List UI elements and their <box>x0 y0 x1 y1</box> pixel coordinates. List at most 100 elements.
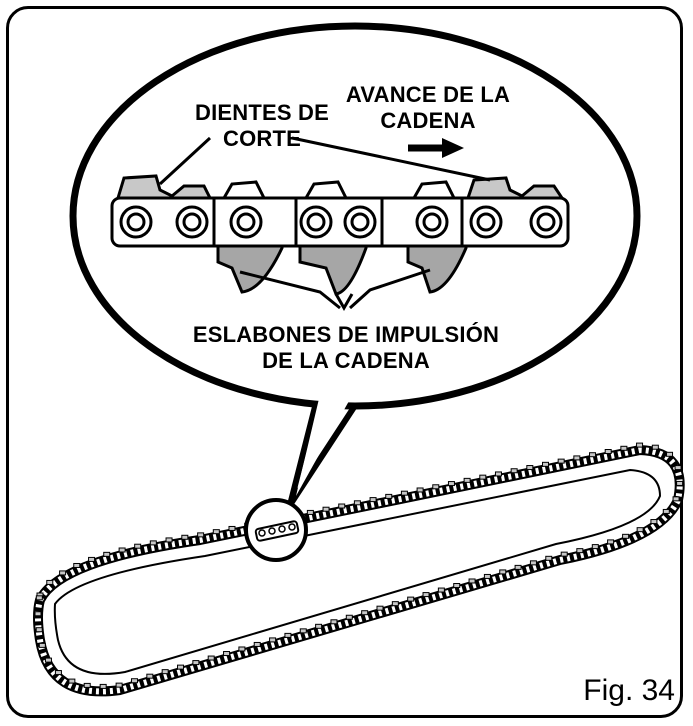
loop-tooth <box>197 532 205 538</box>
loop-tooth <box>494 471 502 477</box>
loop-tooth <box>437 587 445 593</box>
loop-tooth <box>181 534 189 540</box>
loop-tooth <box>432 484 440 490</box>
rivet-pin <box>476 212 496 232</box>
cutting-teeth-label-line2: CORTE <box>223 126 301 151</box>
rivet-pin <box>236 212 256 232</box>
loop-tooth <box>674 465 682 471</box>
loop-tooth <box>161 669 169 675</box>
loop-tooth <box>361 610 369 616</box>
loop-tooth <box>662 508 670 514</box>
rivet-pin <box>536 212 556 232</box>
loop-tooth <box>165 537 173 543</box>
loop-tooth <box>134 543 142 549</box>
loop-tooth <box>338 503 346 509</box>
rivet-pin <box>350 212 370 232</box>
drive-links-label-line1: ESLABONES DE IMPULSIÓN <box>193 322 499 347</box>
chain-advance-label-line2: CADENA <box>380 108 475 133</box>
chain-advance-label-line1: AVANCE DE LA <box>346 82 510 107</box>
loop-tooth <box>545 555 553 561</box>
loop-tooth <box>99 683 107 689</box>
loop-tooth <box>622 533 630 539</box>
loop-tooth <box>676 480 684 486</box>
cutting-teeth-label-line1: DIENTES DE <box>195 100 329 125</box>
loop-tooth <box>88 556 96 562</box>
loop-tooth <box>416 487 424 493</box>
loop-tooth <box>607 539 615 545</box>
loop-tooth <box>284 632 292 638</box>
loop-tooth <box>103 551 111 557</box>
loop-tooth <box>177 664 185 670</box>
loop-tooth <box>115 682 123 688</box>
loop-tooth <box>192 660 200 666</box>
loop-tooth <box>322 506 330 512</box>
loop-tooth <box>330 619 338 625</box>
cutter-tooth <box>115 174 213 200</box>
loop-tooth <box>499 569 507 575</box>
loop-tooth <box>479 474 487 480</box>
full-chain-loop <box>33 442 685 697</box>
loop-tooth <box>604 449 612 455</box>
loop-tooth <box>510 468 518 474</box>
figure-number: Fig. 34 <box>583 674 675 707</box>
drive-links-label-line2: DE LA CADENA <box>262 348 430 373</box>
loop-tooth <box>463 477 471 483</box>
figure-frame <box>6 6 683 718</box>
loop-tooth <box>149 540 157 546</box>
chain-advance-arrow <box>408 138 464 158</box>
loop-tooth <box>345 614 353 620</box>
loop-tooth <box>636 442 644 448</box>
magnifier-chain-detail <box>254 520 300 542</box>
loop-tooth <box>34 611 42 617</box>
loop-tooth <box>672 496 680 502</box>
loop-tooth <box>223 651 231 657</box>
loop-tooth <box>83 682 91 688</box>
loop-tooth <box>299 628 307 634</box>
loop-tooth <box>130 678 138 684</box>
loop-tooth <box>589 452 597 458</box>
loop-tooth <box>68 678 76 684</box>
loop-tooth <box>146 673 154 679</box>
loop-tooth <box>483 573 491 579</box>
loop-tooth <box>353 500 361 506</box>
loop-tooth <box>376 605 384 611</box>
loop-tooth <box>212 529 220 535</box>
loop-tooth <box>44 657 52 663</box>
loop-tooth <box>447 481 455 487</box>
loop-tooth <box>385 493 393 499</box>
loop-tooth <box>526 465 534 471</box>
loop-tooth <box>560 551 568 557</box>
loop-tooth <box>620 445 628 451</box>
loop-tooth <box>35 627 43 633</box>
loop-tooth <box>573 455 581 461</box>
loop-tooth <box>591 544 599 550</box>
loop-tooth <box>636 527 644 533</box>
loop-tooth <box>46 579 54 585</box>
loop-tooth <box>514 564 522 570</box>
rivet-pin <box>306 212 326 232</box>
magnified-chain <box>110 174 570 296</box>
loop-tooth <box>118 547 126 553</box>
loop-tooth <box>400 490 408 496</box>
loop-tooth <box>391 601 399 607</box>
loop-tooth <box>38 642 46 648</box>
rivet-pin <box>182 212 202 232</box>
loop-tooth <box>529 560 537 566</box>
rivet-pin <box>422 212 442 232</box>
loop-tooth <box>73 562 81 568</box>
loop-tooth <box>422 592 430 598</box>
loop-tooth <box>35 595 43 601</box>
loop-tooth <box>306 509 314 515</box>
loop-tooth <box>228 525 236 531</box>
loop-tooth <box>541 461 549 467</box>
loop-tooth <box>54 670 62 676</box>
loop-tooth <box>207 655 215 661</box>
loop-tooth <box>650 519 658 525</box>
chain-loop-teeth <box>34 442 684 689</box>
loop-tooth <box>59 570 67 576</box>
loop-tooth <box>453 583 461 589</box>
loop-tooth <box>407 596 415 602</box>
loop-tooth <box>269 637 277 643</box>
leader-lines <box>158 136 491 312</box>
